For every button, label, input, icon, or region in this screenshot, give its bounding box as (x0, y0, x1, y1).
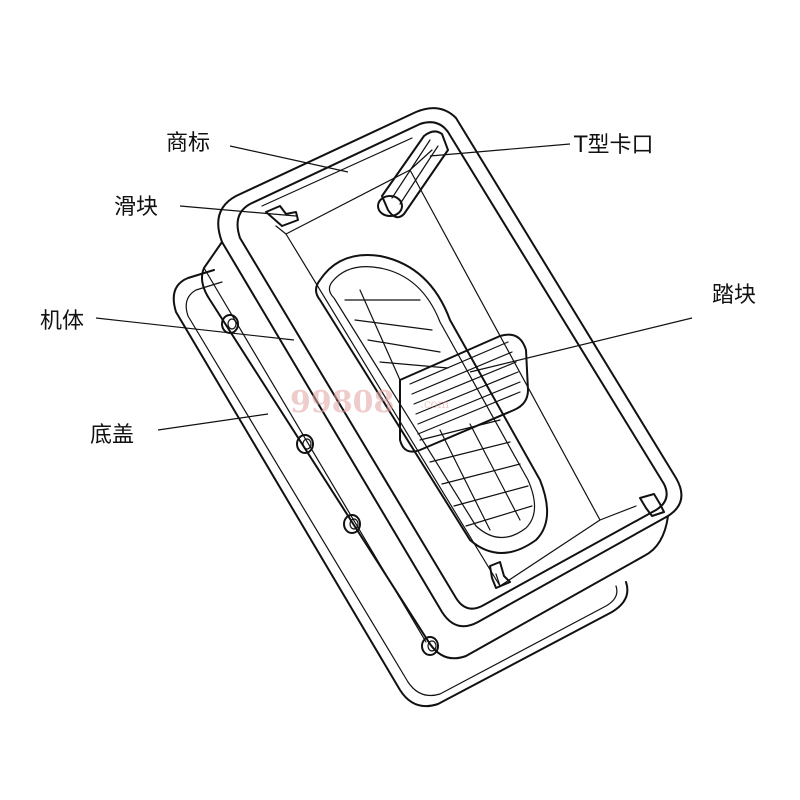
label-jiti: 机体 (40, 309, 84, 334)
label-huakuai: 滑块 (114, 195, 158, 220)
sole-plate (315, 254, 549, 554)
label-shangbiao: 商标 (166, 131, 210, 156)
t-clip (377, 130, 449, 219)
slider-clip-2 (639, 493, 665, 517)
leader-shangbiao (229, 145, 349, 173)
watermark-suffix: .com (420, 397, 450, 411)
screw-3 (343, 514, 361, 534)
screw-4 (421, 636, 439, 656)
label-digai: 底盖 (90, 423, 134, 448)
slider-clip-3 (489, 561, 511, 589)
leader-huakuai (179, 205, 297, 217)
leader-takuai (469, 317, 693, 373)
leader-digai (157, 413, 269, 431)
label-tkakou: T型卡口 (573, 133, 653, 158)
label-takuai: 踏块 (712, 283, 756, 308)
base-cover (172, 269, 629, 708)
slider-clip-1 (265, 205, 299, 227)
pedal-block (399, 333, 529, 453)
machine-body (201, 107, 683, 660)
leader-jiti (95, 317, 295, 341)
leader-tkakou (429, 143, 571, 157)
watermark-main: 99808 (290, 385, 394, 420)
